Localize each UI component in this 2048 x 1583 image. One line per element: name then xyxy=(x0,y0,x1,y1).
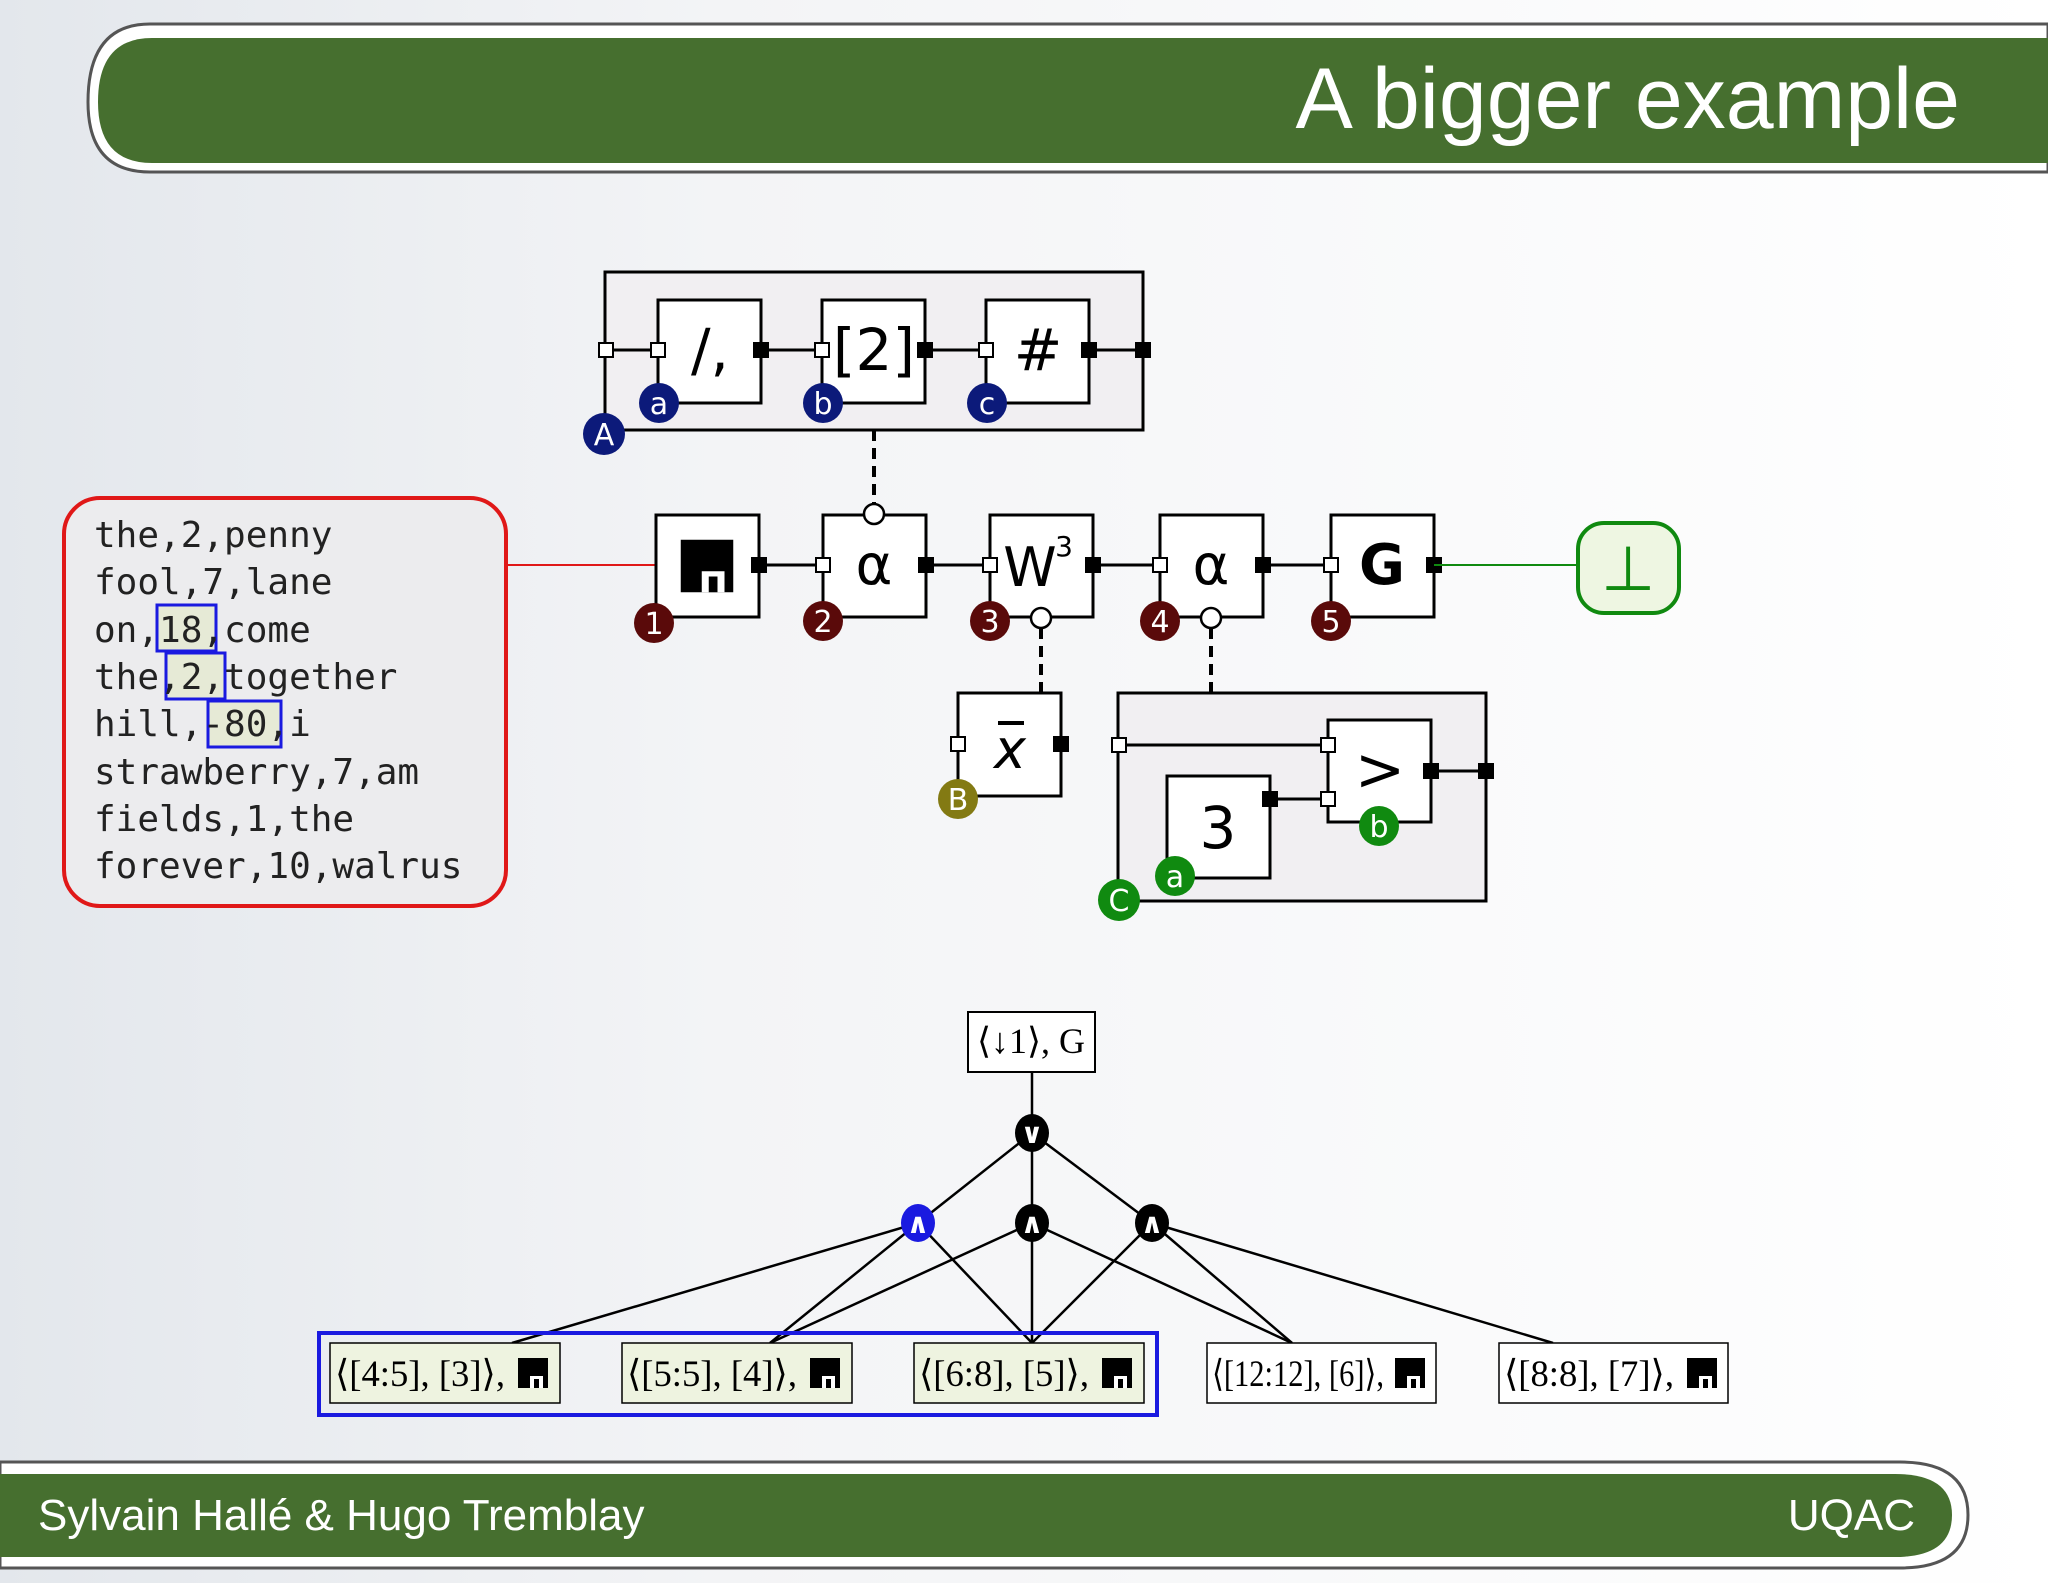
svg-text:∧: ∧ xyxy=(1021,1207,1044,1240)
tree-root-label: ⟨↓1⟩, G xyxy=(977,1021,1085,1061)
alpha-box-1-label: α xyxy=(856,533,893,598)
source-line: fields,1,the xyxy=(94,799,354,840)
svg-text:a: a xyxy=(1166,860,1184,895)
svg-text:B: B xyxy=(948,783,969,818)
svg-text:∧: ∧ xyxy=(1141,1207,1164,1240)
verdict-box: ⊥ xyxy=(1576,521,1681,615)
source-line: on,18,come xyxy=(94,610,311,651)
leaf-4: ⟨[12:12], [6]⟩, xyxy=(1206,1342,1437,1404)
footer-institution: UQAC xyxy=(1788,1491,1915,1540)
source-line: forever,10,walrus xyxy=(94,846,462,887)
svg-text:c: c xyxy=(979,387,996,422)
verdict-symbol: ⊥ xyxy=(1601,532,1655,605)
title-banner: A bigger example xyxy=(86,22,2048,174)
leaf-5: ⟨[8:8], [7]⟩, xyxy=(1498,1342,1729,1404)
svg-text:⟨[4:5], [3]⟩,: ⟨[4:5], [3]⟩, xyxy=(335,1354,505,1395)
svg-text:⟨[12:12], [6]⟩,: ⟨[12:12], [6]⟩, xyxy=(1212,1354,1384,1395)
source-line: hill,-80,i xyxy=(94,704,311,745)
svg-text:∨: ∨ xyxy=(1021,1117,1044,1150)
svg-text:b: b xyxy=(1369,810,1388,845)
group-a: /, [2] # a b c A xyxy=(583,270,1151,455)
svg-text:⟨[8:8], [7]⟩,: ⟨[8:8], [7]⟩, xyxy=(1504,1354,1674,1395)
source-line: the,2,together xyxy=(94,657,397,698)
window-box-label: W xyxy=(1003,536,1056,599)
badge-c: c xyxy=(967,383,1007,423)
badge-5: 5 xyxy=(1311,601,1351,641)
slice-box-label: /, xyxy=(691,316,729,384)
source-line: fool,7,lane xyxy=(94,562,332,603)
count-box-label: # xyxy=(1014,316,1063,384)
main-chain: α W 3 α G 1 2 3 4 5 xyxy=(634,502,1442,643)
slide-title: A bigger example xyxy=(1295,51,1960,147)
source-line: strawberry,7,am xyxy=(94,752,419,793)
svg-text:a: a xyxy=(650,387,668,422)
badge-B: B xyxy=(938,779,978,819)
footer-banner: Sylvain Hallé & Hugo Tremblay UQAC xyxy=(0,1460,1970,1570)
svg-text:⟨[5:5], [4]⟩,: ⟨[5:5], [4]⟩, xyxy=(627,1354,797,1395)
compare-box-label: > xyxy=(1355,735,1405,805)
tree-edges xyxy=(511,1072,1554,1345)
badge-2: 2 xyxy=(803,601,843,641)
badge-C: C xyxy=(1098,879,1140,921)
footer-authors: Sylvain Hallé & Hugo Tremblay xyxy=(38,1491,644,1540)
mean-box: x B xyxy=(938,691,1069,819)
or-node: ∨ xyxy=(1015,1114,1049,1152)
svg-text:⟨[6:8], [5]⟩,: ⟨[6:8], [5]⟩, xyxy=(919,1354,1089,1395)
svg-text:C: C xyxy=(1109,884,1130,919)
and-node-2: ∧ xyxy=(1015,1204,1049,1242)
highlight-18 xyxy=(155,603,218,653)
badge-1: 1 xyxy=(634,603,674,643)
badge-4: 4 xyxy=(1140,601,1180,641)
badge-b: b xyxy=(803,383,843,423)
svg-text:b: b xyxy=(813,387,832,422)
and-node-3: ∧ xyxy=(1135,1204,1169,1242)
source-line: the,2,penny xyxy=(94,515,332,556)
and-node-1: ∧ xyxy=(901,1204,935,1242)
source-box: the,2,penny fool,7,lane on,18,come the,2… xyxy=(62,496,508,908)
globally-box-label: G xyxy=(1359,533,1405,598)
badge-A: A xyxy=(583,413,625,455)
alpha-box-2-label: α xyxy=(1193,533,1230,598)
leaf-2: ⟨[5:5], [4]⟩, xyxy=(621,1342,853,1404)
highlight-80 xyxy=(206,699,283,749)
leaf-1: ⟨[4:5], [3]⟩, xyxy=(329,1342,561,1404)
badge-a: a xyxy=(639,383,679,423)
svg-text:5: 5 xyxy=(1321,605,1340,640)
svg-text:1: 1 xyxy=(644,607,663,642)
badge-c-b: b xyxy=(1359,806,1399,846)
selection-frame xyxy=(317,1331,1159,1417)
group-c: 3 > a b C xyxy=(1098,691,1494,921)
const-box-label: 3 xyxy=(1200,794,1237,862)
badge-c-a: a xyxy=(1155,856,1195,896)
svg-text:4: 4 xyxy=(1150,605,1169,640)
explanation-tree: ⟨↓1⟩, G ∨ ∧ ∧ ∧ ⟨[4:5], [3]⟩, ⟨[5:5], [4… xyxy=(317,1011,1729,1417)
svg-text:∧: ∧ xyxy=(907,1207,930,1240)
highlight-2 xyxy=(164,651,227,701)
svg-text:3: 3 xyxy=(980,605,999,640)
badge-3: 3 xyxy=(970,601,1010,641)
mean-symbol: x xyxy=(992,718,1027,781)
leaf-3: ⟨[6:8], [5]⟩, xyxy=(913,1342,1145,1404)
index-box-label: [2] xyxy=(833,316,915,384)
svg-text:A: A xyxy=(594,418,615,453)
svg-text:2: 2 xyxy=(813,605,832,640)
disk-icon xyxy=(680,539,734,593)
window-exponent: 3 xyxy=(1055,530,1073,563)
